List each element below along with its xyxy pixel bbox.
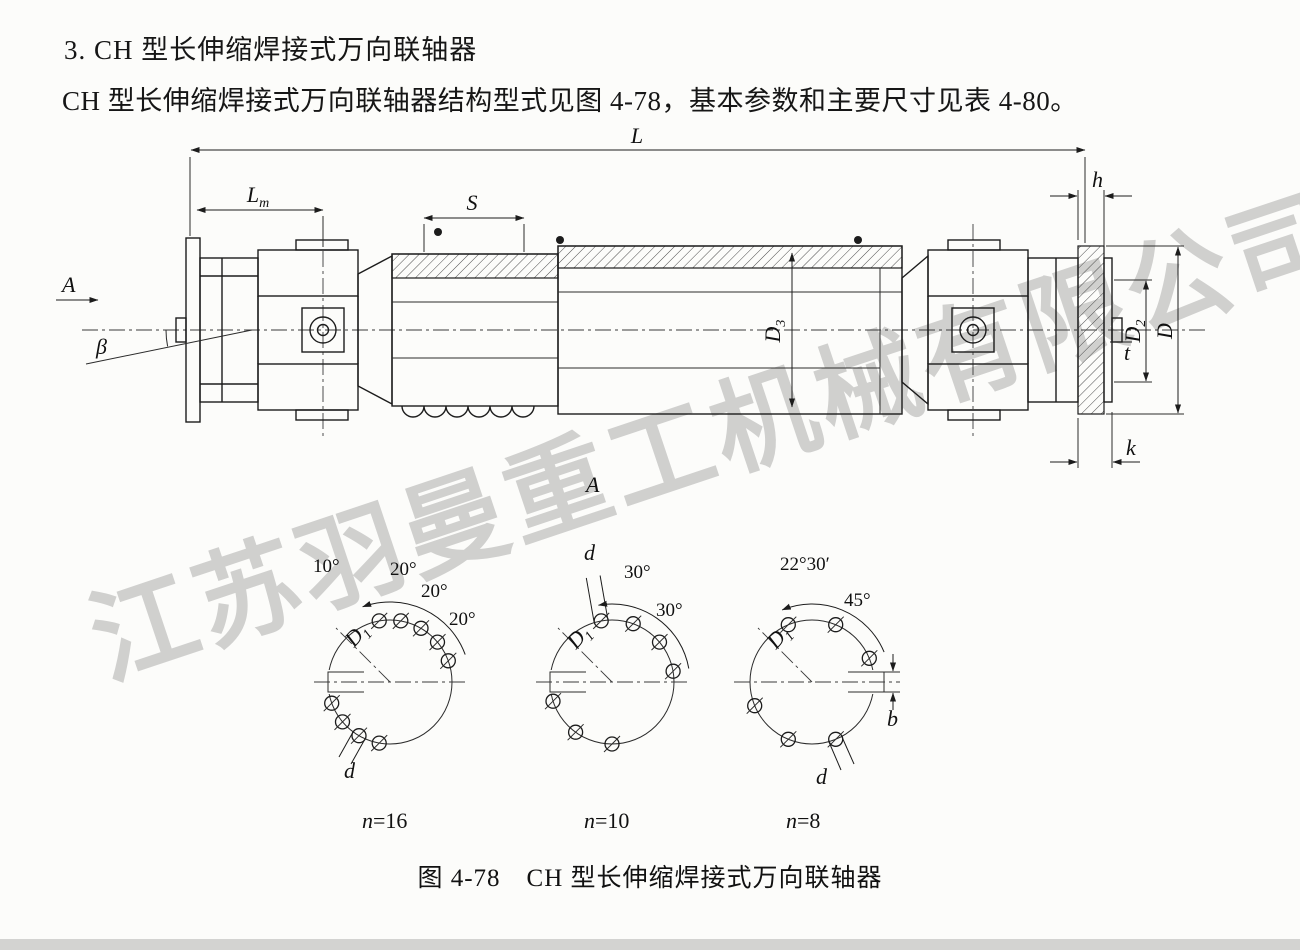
bolt-pattern-n16: 10° 20° 20° 20° D1 d n=16	[313, 556, 476, 833]
right-flange	[1077, 245, 1123, 415]
dim-label-t: t	[1124, 340, 1131, 365]
bolt-holes	[544, 612, 682, 753]
dim-label-k: k	[1126, 435, 1137, 460]
dim-label-d: d	[344, 758, 356, 783]
dim-label-S: S	[467, 190, 478, 215]
dim-label-D3: D3	[760, 320, 789, 344]
left-flange	[175, 237, 259, 423]
weld-dot	[854, 236, 862, 244]
figure-caption: 图 4-78 CH 型长伸缩焊接式万向联轴器	[417, 865, 883, 892]
dim-label-D: D	[1152, 323, 1177, 340]
angle-label: 30°	[656, 600, 683, 621]
angle-label: 30°	[624, 562, 651, 583]
right-universal-joint	[901, 239, 1079, 421]
dim-label-beta: β	[95, 334, 107, 359]
angle-label: 10°	[313, 556, 340, 577]
coupling-side-view	[82, 224, 1205, 436]
weld-dot	[434, 228, 442, 236]
hole-count-label: n=10	[584, 808, 629, 833]
dim-label-D1: D1	[560, 620, 598, 657]
dim-label-D2: D2	[1120, 320, 1149, 344]
hole-count-label: n=8	[786, 808, 820, 833]
hole-count-label: n=16	[362, 808, 407, 833]
dimensions: L Lm S h A β D3	[56, 123, 1184, 497]
view-arrow-label: A	[60, 272, 76, 297]
dim-label-d: d	[584, 540, 596, 565]
angle-label: 20°	[390, 559, 417, 580]
dim-label-b: b	[887, 706, 898, 731]
bolt-holes	[323, 612, 457, 752]
bolt-pattern-n10: d 30° 30° D1 n=10	[536, 540, 690, 833]
angle-label: 20°	[421, 581, 448, 602]
scan-edge	[0, 939, 1300, 950]
telescopic-tube	[557, 245, 903, 415]
angle-label: 20°	[449, 609, 476, 630]
weld-dot	[556, 236, 564, 244]
dim-label-L: L	[630, 123, 643, 148]
body-paragraph: CH 型长伸缩焊接式万向联轴器结构型式见图 4-78，基本参数和主要尺寸见表 4…	[62, 86, 1078, 116]
section-label-A: A	[584, 472, 600, 497]
dim-label-d: d	[816, 764, 828, 789]
bolt-pattern-n8: b d 22°30′ 45° D1 n=8	[734, 554, 900, 833]
dim-label-Lm: Lm	[246, 182, 269, 211]
dim-label-D1: D1	[760, 620, 798, 657]
bolt-holes	[746, 616, 878, 748]
dim-label-h: h	[1092, 167, 1103, 192]
right-cross-journal	[959, 316, 987, 344]
spline-sleeve	[391, 253, 559, 418]
angle-label: 22°30′	[780, 554, 830, 575]
angle-label: 45°	[844, 590, 871, 611]
section-heading: 3. CH 型长伸缩焊接式万向联轴器	[64, 35, 478, 65]
left-cross-journal	[309, 316, 337, 344]
